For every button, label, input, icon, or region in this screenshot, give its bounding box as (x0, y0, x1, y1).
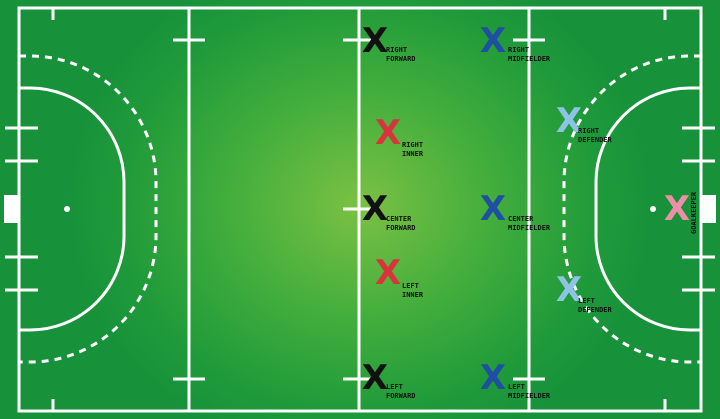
left-dashed-circle (19, 54, 158, 364)
left-midfielder-marker: X (479, 358, 507, 398)
left-defender-marker: X (555, 270, 583, 310)
left-inner-marker: X (374, 253, 402, 293)
left-forward-marker: X (361, 358, 389, 398)
right-defender-label: RIGHT DEFENDER (578, 127, 612, 144)
right-inner-marker: X (374, 113, 402, 153)
left-penalty-spot (64, 206, 70, 212)
left-shooting-circle (19, 86, 126, 332)
center-forward-label: CENTER FORWARD (386, 215, 416, 232)
left-goal (4, 195, 20, 223)
center-midfielder-label: CENTER MIDFIELDER (508, 215, 551, 232)
right-forward-label: RIGHT FORWARD (386, 46, 416, 63)
goalkeeper-label: GOALKEEPER (690, 191, 698, 234)
right-goal (700, 195, 716, 223)
right-dashed-circle (562, 54, 701, 364)
center-midfielder-marker: X (479, 189, 507, 229)
right-midfielder-marker: X (479, 21, 507, 61)
right-forward-marker: X (361, 21, 389, 61)
right-defender-marker: X (555, 101, 583, 141)
right-midfielder-label: RIGHT MIDFIELDER (508, 46, 551, 63)
right-inner-label: RIGHT INNER (402, 141, 424, 158)
left-defender-label: LEFT DEFENDER (578, 297, 612, 314)
left-midfielder-label: LEFT MIDFIELDER (508, 383, 551, 400)
right-penalty-spot (650, 206, 656, 212)
goalkeeper-marker: X (663, 189, 691, 229)
right-shooting-circle (594, 86, 701, 332)
left-inner-label: LEFT INNER (402, 282, 424, 299)
left-forward-label: LEFT FORWARD (386, 383, 416, 400)
center-forward-marker: X (361, 189, 389, 229)
